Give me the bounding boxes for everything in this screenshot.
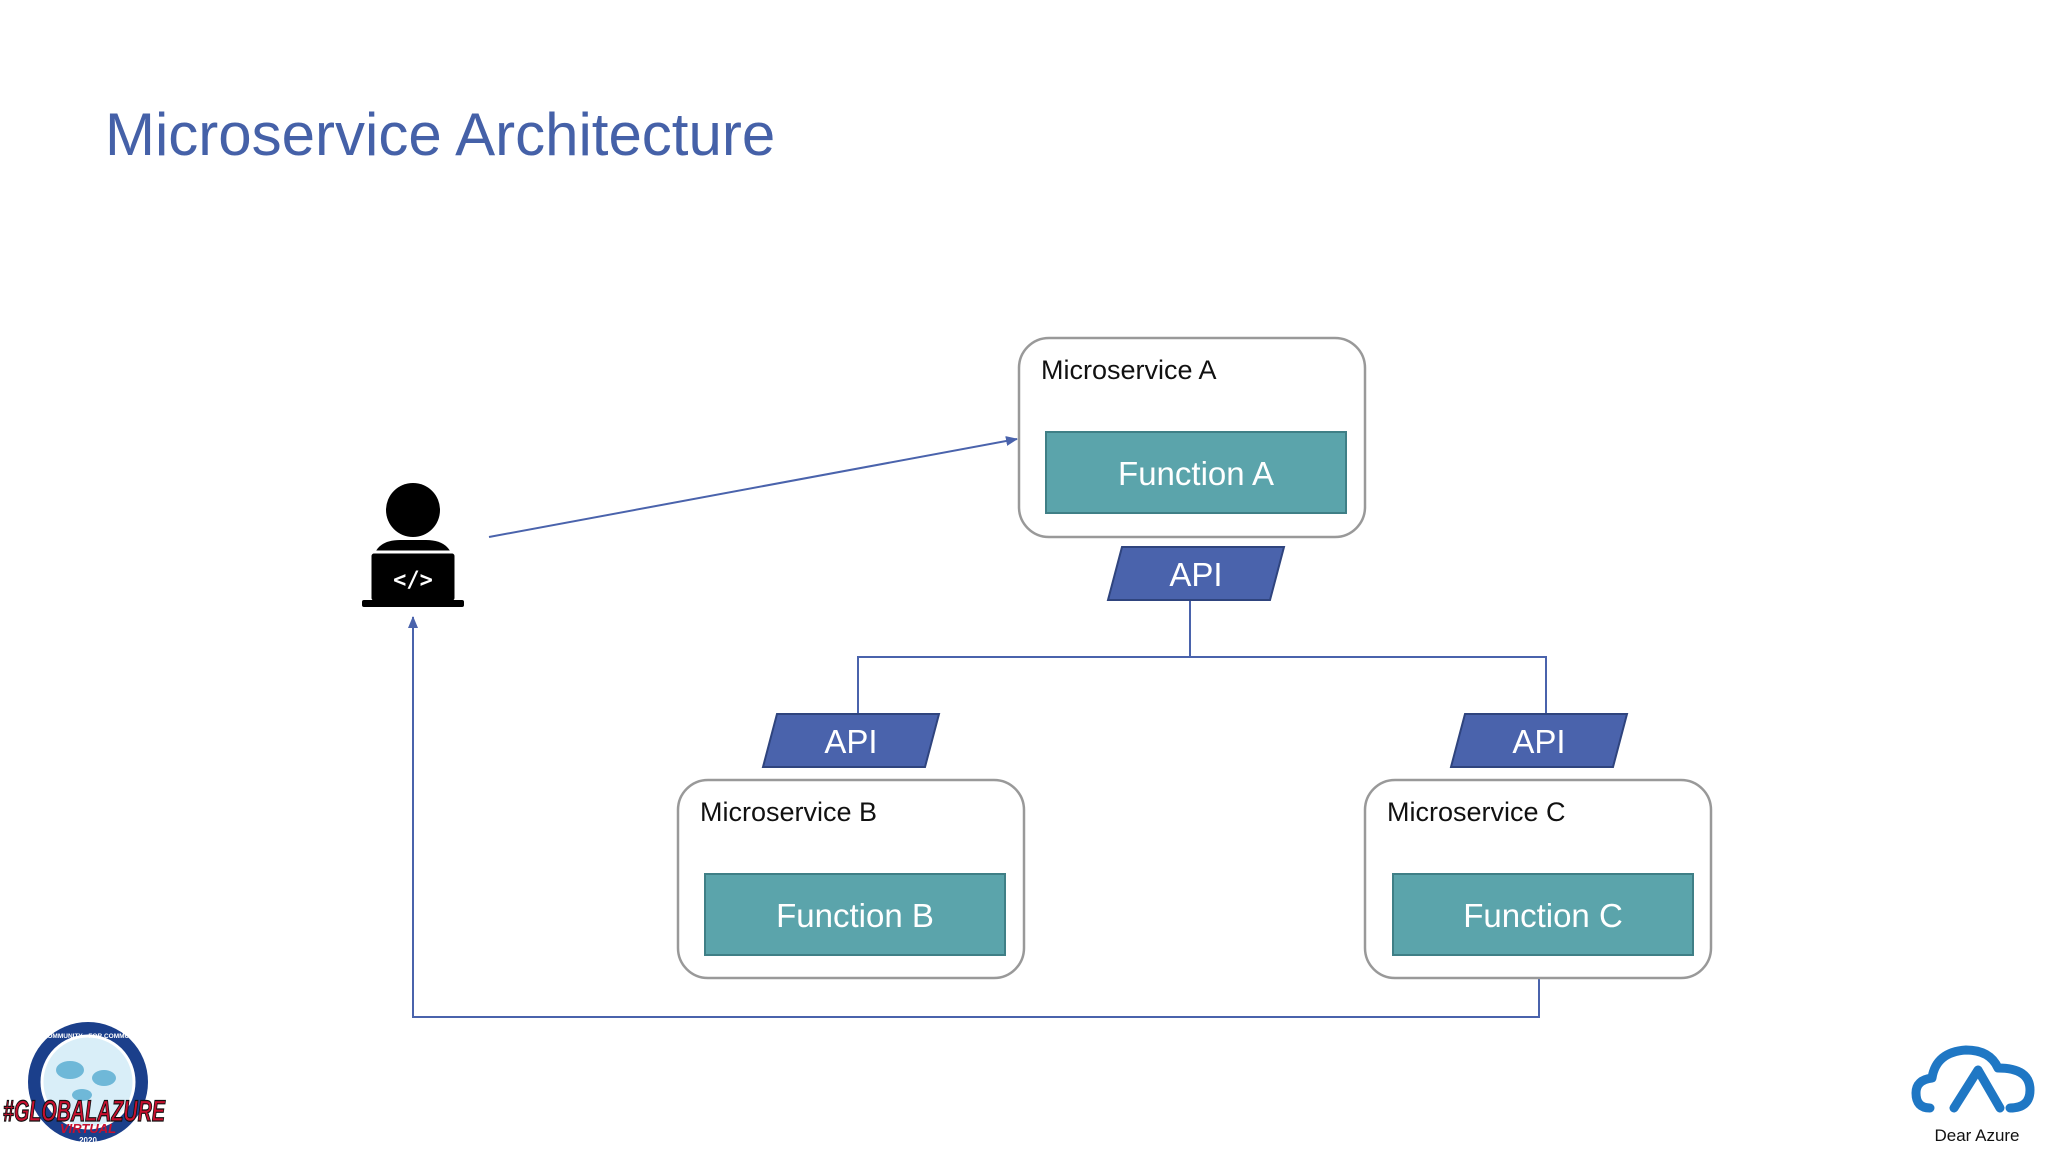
code-glyph: </> (393, 568, 433, 593)
developer-laptop-icon: </> (362, 483, 464, 607)
global-azure-year: 2020 (79, 1136, 97, 1145)
arrow-microservice-c-to-developer (408, 616, 1540, 1018)
api-a[interactable]: API (1106, 546, 1286, 601)
api-b[interactable]: API (761, 713, 941, 768)
api-a-shape (1106, 546, 1286, 601)
microservice-b[interactable]: Microservice B Function B (676, 778, 1026, 980)
cloud-icon (1911, 1045, 2035, 1113)
microservice-a-label: Microservice A (1041, 355, 1217, 385)
function-b-label: Function B (776, 897, 934, 934)
global-azure-sub-text: VIRTUAL (60, 1121, 116, 1136)
function-c[interactable]: Function C (1392, 873, 1694, 956)
global-azure-main-text: #GLOBALAZURE (3, 1095, 166, 1128)
arrow-developer-to-microservice-a (488, 436, 1018, 538)
globe-icon (56, 1061, 116, 1101)
microservice-c-label: Microservice C (1387, 797, 1566, 827)
microservice-a[interactable]: Microservice A Function A (1017, 336, 1367, 539)
function-c-label: Function C (1463, 897, 1623, 934)
developer-head (386, 483, 440, 537)
api-c[interactable]: API (1449, 713, 1629, 768)
api-c-shape (1449, 713, 1629, 768)
function-b[interactable]: Function B (704, 873, 1006, 956)
microservice-c[interactable]: Microservice C Function C (1363, 778, 1713, 980)
laptop-base (362, 600, 464, 607)
function-a-box (1045, 431, 1347, 514)
connectors (408, 436, 1547, 1018)
api-c-label: API (1512, 723, 1565, 760)
function-a[interactable]: Function A (1045, 431, 1347, 514)
function-b-box (704, 873, 1006, 956)
api-b-label: API (824, 723, 877, 760)
function-c-box (1392, 873, 1694, 956)
global-azure-ring-text: BY COMMUNITY · FOR COMMUNITY (32, 1033, 145, 1040)
dear-azure-text: Dear Azure (1934, 1126, 2019, 1145)
microservice-b-label: Microservice B (700, 797, 877, 827)
api-b-shape (761, 713, 941, 768)
connector-api-a-to-api-b (857, 600, 1191, 714)
api-a-label: API (1169, 556, 1222, 593)
dear-azure-logo: Dear Azure (1911, 1045, 2035, 1145)
function-a-label: Function A (1118, 455, 1274, 492)
slide-title: Microservice Architecture (105, 101, 776, 168)
connector-api-a-to-api-c (1190, 656, 1547, 714)
global-azure-logo: BY COMMUNITY · FOR COMMUNITY #GLOBALAZUR… (2, 1022, 166, 1145)
azure-a-icon (1949, 1065, 2005, 1113)
